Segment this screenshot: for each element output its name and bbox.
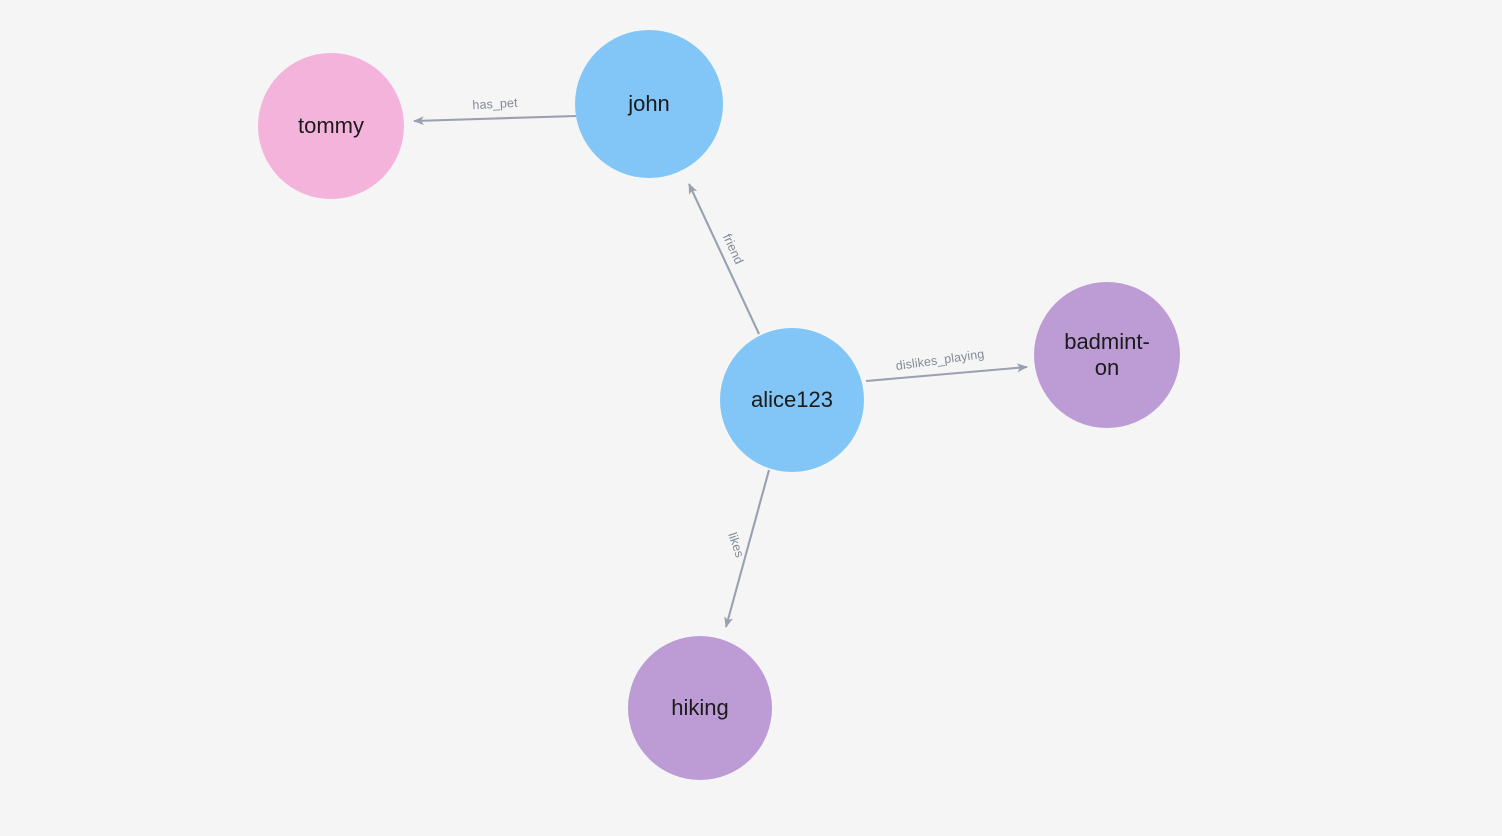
- node-label-tommy: tommy: [298, 113, 364, 139]
- node-label-alice123: alice123: [751, 387, 833, 413]
- edge-label-has-pet[interactable]: has_pet: [472, 95, 518, 113]
- graph-node-badminton[interactable]: badmint- on: [1034, 282, 1180, 428]
- edge-line-dislikes-playing[interactable]: [865, 363, 1028, 383]
- edge-line-has-pet[interactable]: [413, 114, 577, 126]
- node-label-badminton: badmint- on: [1064, 329, 1150, 380]
- graph-node-alice123[interactable]: alice123: [720, 328, 864, 472]
- edge-line-friend[interactable]: [688, 183, 760, 335]
- graph-node-john[interactable]: john: [575, 30, 723, 178]
- edge-line-likes[interactable]: [724, 469, 771, 628]
- graph-node-tommy[interactable]: tommy: [258, 53, 404, 199]
- node-label-hiking: hiking: [671, 695, 729, 721]
- graph-node-hiking[interactable]: hiking: [628, 636, 772, 780]
- node-label-john: john: [628, 91, 670, 117]
